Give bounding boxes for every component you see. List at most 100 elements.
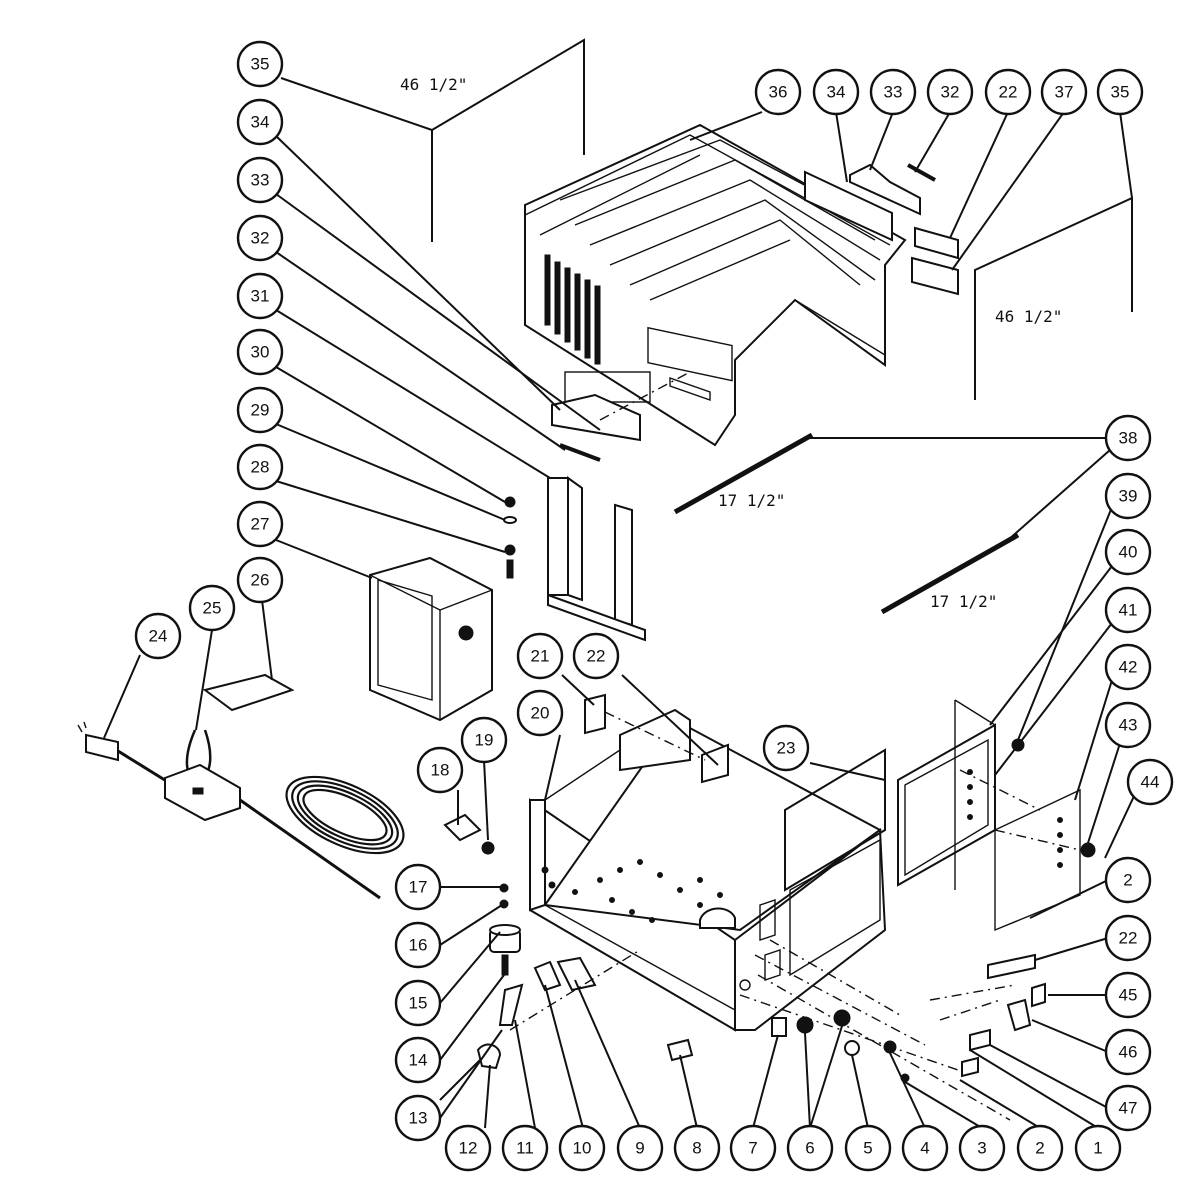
callout-34-left: 34 bbox=[236, 98, 284, 146]
callout-14: 14 bbox=[394, 1036, 442, 1084]
callout-45: 45 bbox=[1104, 971, 1152, 1019]
svg-text:39: 39 bbox=[1119, 487, 1138, 506]
svg-text:2: 2 bbox=[1035, 1139, 1044, 1158]
callout-21: 21 bbox=[516, 632, 564, 680]
svg-text:9: 9 bbox=[635, 1139, 644, 1158]
callout-30: 30 bbox=[236, 328, 284, 376]
callout-39: 39 bbox=[1104, 472, 1152, 520]
svg-text:19: 19 bbox=[475, 731, 494, 750]
svg-text:11: 11 bbox=[516, 1139, 534, 1158]
callout-18: 18 bbox=[416, 746, 464, 794]
svg-text:45: 45 bbox=[1119, 986, 1138, 1005]
svg-text:34: 34 bbox=[827, 83, 846, 102]
top-cover-part bbox=[524, 123, 907, 447]
callout-24: 24 bbox=[134, 612, 182, 660]
side-panel-part bbox=[897, 699, 1096, 932]
callout-23: 23 bbox=[762, 724, 810, 772]
svg-text:41: 41 bbox=[1119, 601, 1138, 620]
callout-8: 8 bbox=[673, 1124, 721, 1172]
svg-text:10: 10 bbox=[573, 1139, 592, 1158]
callout-12: 12 bbox=[444, 1124, 492, 1172]
leader-lines bbox=[103, 38, 1136, 1129]
svg-text:25: 25 bbox=[203, 599, 222, 618]
svg-text:44: 44 bbox=[1141, 773, 1160, 792]
svg-text:34: 34 bbox=[251, 113, 270, 132]
svg-text:14: 14 bbox=[409, 1051, 428, 1070]
callout-36: 36 bbox=[754, 68, 802, 116]
callout-33-left: 33 bbox=[236, 156, 284, 204]
svg-text:4: 4 bbox=[920, 1139, 929, 1158]
svg-text:42: 42 bbox=[1119, 658, 1138, 677]
callout-15: 15 bbox=[394, 979, 442, 1027]
svg-text:2: 2 bbox=[1123, 871, 1132, 890]
dimension-label-top-left: 46 1/2" bbox=[400, 75, 467, 94]
label-card-part bbox=[202, 673, 295, 712]
callout-32-right: 32 bbox=[926, 68, 974, 116]
callout-20: 20 bbox=[516, 689, 564, 737]
callout-1: 1 bbox=[1074, 1124, 1122, 1172]
callout-10: 10 bbox=[558, 1124, 606, 1172]
svg-text:12: 12 bbox=[459, 1139, 478, 1158]
svg-text:21: 21 bbox=[531, 647, 550, 666]
svg-text:36: 36 bbox=[769, 83, 788, 102]
callout-6: 6 bbox=[786, 1124, 834, 1172]
svg-text:23: 23 bbox=[777, 739, 796, 758]
svg-text:31: 31 bbox=[251, 287, 270, 306]
svg-text:43: 43 bbox=[1119, 716, 1138, 735]
callout-7: 7 bbox=[729, 1124, 777, 1172]
callout-26: 26 bbox=[236, 556, 284, 604]
svg-text:33: 33 bbox=[884, 83, 903, 102]
svg-text:27: 27 bbox=[251, 515, 270, 534]
callout-9: 9 bbox=[616, 1124, 664, 1172]
callout-33-right: 33 bbox=[869, 68, 917, 116]
small-fittings-part bbox=[443, 693, 1046, 1083]
callout-47: 47 bbox=[1104, 1084, 1152, 1132]
dimension-label-strip-upper: 17 1/2" bbox=[718, 491, 785, 510]
callout-34-right: 34 bbox=[812, 68, 860, 116]
callout-2-bottom: 2 bbox=[1016, 1124, 1064, 1172]
callout-37: 37 bbox=[1040, 68, 1088, 116]
callout-22-right: 22 bbox=[1104, 914, 1152, 962]
callout-5: 5 bbox=[844, 1124, 892, 1172]
svg-text:24: 24 bbox=[149, 627, 168, 646]
svg-text:32: 32 bbox=[941, 83, 960, 102]
svg-text:38: 38 bbox=[1119, 429, 1138, 448]
callout-22-middle: 22 bbox=[572, 632, 620, 680]
svg-text:16: 16 bbox=[409, 936, 428, 955]
callout-19: 19 bbox=[460, 716, 508, 764]
callout-42: 42 bbox=[1104, 643, 1152, 691]
callout-35-right: 35 bbox=[1096, 68, 1144, 116]
callout-11: 11 bbox=[501, 1124, 549, 1172]
svg-text:18: 18 bbox=[431, 761, 450, 780]
svg-text:1: 1 bbox=[1093, 1139, 1102, 1158]
callout-25: 25 bbox=[188, 584, 236, 632]
callout-32-left: 32 bbox=[236, 214, 284, 262]
callout-3: 3 bbox=[958, 1124, 1006, 1172]
svg-text:22: 22 bbox=[999, 83, 1018, 102]
callout-2-right: 2 bbox=[1104, 856, 1152, 904]
svg-text:26: 26 bbox=[251, 571, 270, 590]
svg-text:40: 40 bbox=[1119, 543, 1138, 562]
callout-22-top: 22 bbox=[984, 68, 1032, 116]
svg-text:13: 13 bbox=[409, 1109, 428, 1128]
callout-29: 29 bbox=[236, 386, 284, 434]
callout-31: 31 bbox=[236, 272, 284, 320]
callout-43: 43 bbox=[1104, 701, 1152, 749]
junction-box-part bbox=[369, 556, 493, 722]
callout-40: 40 bbox=[1104, 528, 1152, 576]
svg-text:46: 46 bbox=[1119, 1043, 1138, 1062]
svg-text:35: 35 bbox=[1111, 83, 1130, 102]
svg-text:5: 5 bbox=[863, 1139, 872, 1158]
svg-text:32: 32 bbox=[251, 229, 270, 248]
callout-4: 4 bbox=[901, 1124, 949, 1172]
svg-text:33: 33 bbox=[251, 171, 270, 190]
svg-text:15: 15 bbox=[409, 994, 428, 1013]
callout-28: 28 bbox=[236, 443, 284, 491]
svg-text:22: 22 bbox=[587, 647, 606, 666]
svg-text:29: 29 bbox=[251, 401, 270, 420]
svg-text:20: 20 bbox=[531, 704, 550, 723]
callout-27: 27 bbox=[236, 500, 284, 548]
callout-44: 44 bbox=[1126, 758, 1174, 806]
svg-text:6: 6 bbox=[805, 1139, 814, 1158]
